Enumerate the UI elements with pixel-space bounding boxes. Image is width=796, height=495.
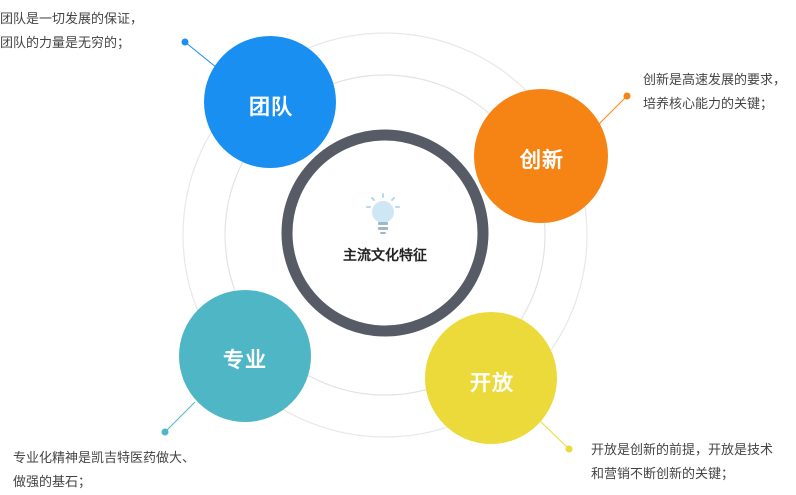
outer-orbit-ring bbox=[182, 32, 588, 438]
note-professional-line-1: 专业化精神是凯吉特医药做大、 bbox=[13, 451, 196, 466]
bubble-openness bbox=[425, 312, 557, 444]
connector-openness bbox=[538, 419, 573, 453]
bubble-label-team: 团队 bbox=[249, 95, 293, 119]
note-professional-line-2: 做强的基石； bbox=[13, 475, 92, 490]
lightbulb-icon bbox=[366, 193, 400, 234]
note-openness-line-1: 开放是创新的前提，开放是技术 bbox=[591, 443, 774, 458]
note-team-line-2: 团队的力量是无穷的； bbox=[0, 36, 131, 51]
note-innovation-line-1: 创新是高速发展的要求， bbox=[643, 73, 787, 88]
bubble-label-innovation: 创新 bbox=[520, 148, 564, 172]
bubble-professional bbox=[179, 290, 311, 422]
note-team-line-1: 团队是一切发展的保证， bbox=[0, 12, 144, 27]
note-innovation-line-2: 培养核心能力的关键； bbox=[643, 97, 774, 112]
note-openness: 开放是创新的前提，开放是技术 和营销不断创新的关键； bbox=[591, 439, 773, 487]
note-professional: 专业化精神是凯吉特医药做大、 做强的基石； bbox=[13, 447, 195, 495]
center-label: 主流文化特征 bbox=[343, 248, 427, 264]
note-innovation: 创新是高速发展的要求， 培养核心能力的关键； bbox=[643, 69, 786, 117]
bubble-label-openness: 开放 bbox=[470, 371, 514, 395]
note-openness-line-2: 和营销不断创新的关键； bbox=[591, 467, 735, 482]
bubble-team bbox=[204, 36, 336, 168]
note-team: 团队是一切发展的保证， 团队的力量是无穷的； bbox=[0, 8, 143, 56]
connector-innovation bbox=[596, 92, 631, 127]
connector-professional bbox=[161, 401, 196, 436]
bubble-label-professional: 专业 bbox=[223, 348, 267, 372]
middle-orbit-ring bbox=[224, 74, 546, 396]
bubble-innovation bbox=[474, 89, 608, 223]
